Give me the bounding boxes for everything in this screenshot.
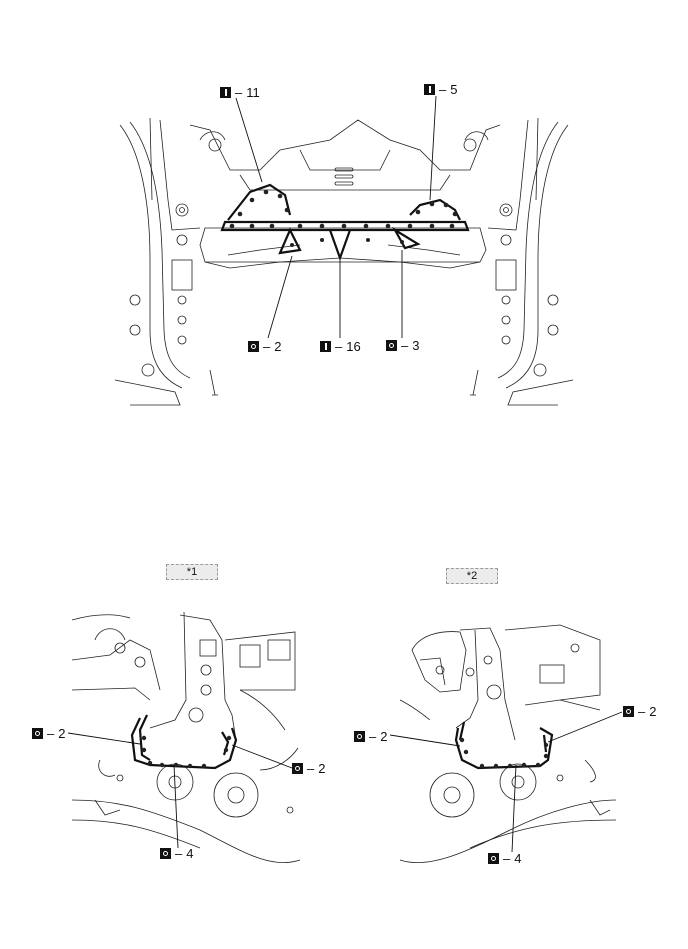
callout-top-bottom-left: – 2 xyxy=(248,340,281,353)
view2-reinforcement xyxy=(454,721,554,770)
view1-drawing xyxy=(71,611,301,864)
view2-drawing xyxy=(399,624,617,864)
bar-symbol-icon xyxy=(424,84,435,95)
callout-number: 3 xyxy=(412,338,420,353)
callout-number: 4 xyxy=(514,851,522,866)
view1-reinforcement xyxy=(130,714,238,770)
ring-symbol-icon xyxy=(488,853,499,864)
callout-number: 2 xyxy=(380,729,388,744)
ring-symbol-icon xyxy=(354,731,365,742)
bar-symbol-icon xyxy=(220,87,231,98)
ring-symbol-icon xyxy=(386,340,397,351)
callout-number: 4 xyxy=(186,846,194,861)
ring-symbol-icon xyxy=(292,763,303,774)
view-label-2: *2 xyxy=(446,568,498,584)
callout-v1-right: – 2 xyxy=(292,762,325,775)
ring-symbol-icon xyxy=(32,728,43,739)
callout-number: 2 xyxy=(274,339,282,354)
callout-number: 2 xyxy=(649,704,657,719)
callout-top-right: – 5 xyxy=(424,83,457,96)
bar-symbol-icon xyxy=(320,341,331,352)
callout-v2-right: – 2 xyxy=(623,705,656,718)
callout-number: 16 xyxy=(346,339,361,354)
ring-symbol-icon xyxy=(248,341,259,352)
callout-top-bottom-right: – 3 xyxy=(386,339,419,352)
callout-number: 2 xyxy=(318,761,326,776)
ring-symbol-icon xyxy=(160,848,171,859)
callout-number: 5 xyxy=(450,82,458,97)
callout-number: 2 xyxy=(58,726,66,741)
callout-v2-left: – 2 xyxy=(354,730,387,743)
callout-v2-bottom: – 4 xyxy=(488,852,521,865)
callout-number: 11 xyxy=(246,85,260,100)
view-label-1: *1 xyxy=(166,564,218,580)
top-underbody-drawing xyxy=(114,117,574,406)
ring-symbol-icon xyxy=(623,706,634,717)
callout-top-bottom-center: – 16 xyxy=(320,340,361,353)
callout-v1-bottom: – 4 xyxy=(160,847,193,860)
callout-v1-left: – 2 xyxy=(32,727,65,740)
callout-top-left: – 11 xyxy=(220,86,260,99)
